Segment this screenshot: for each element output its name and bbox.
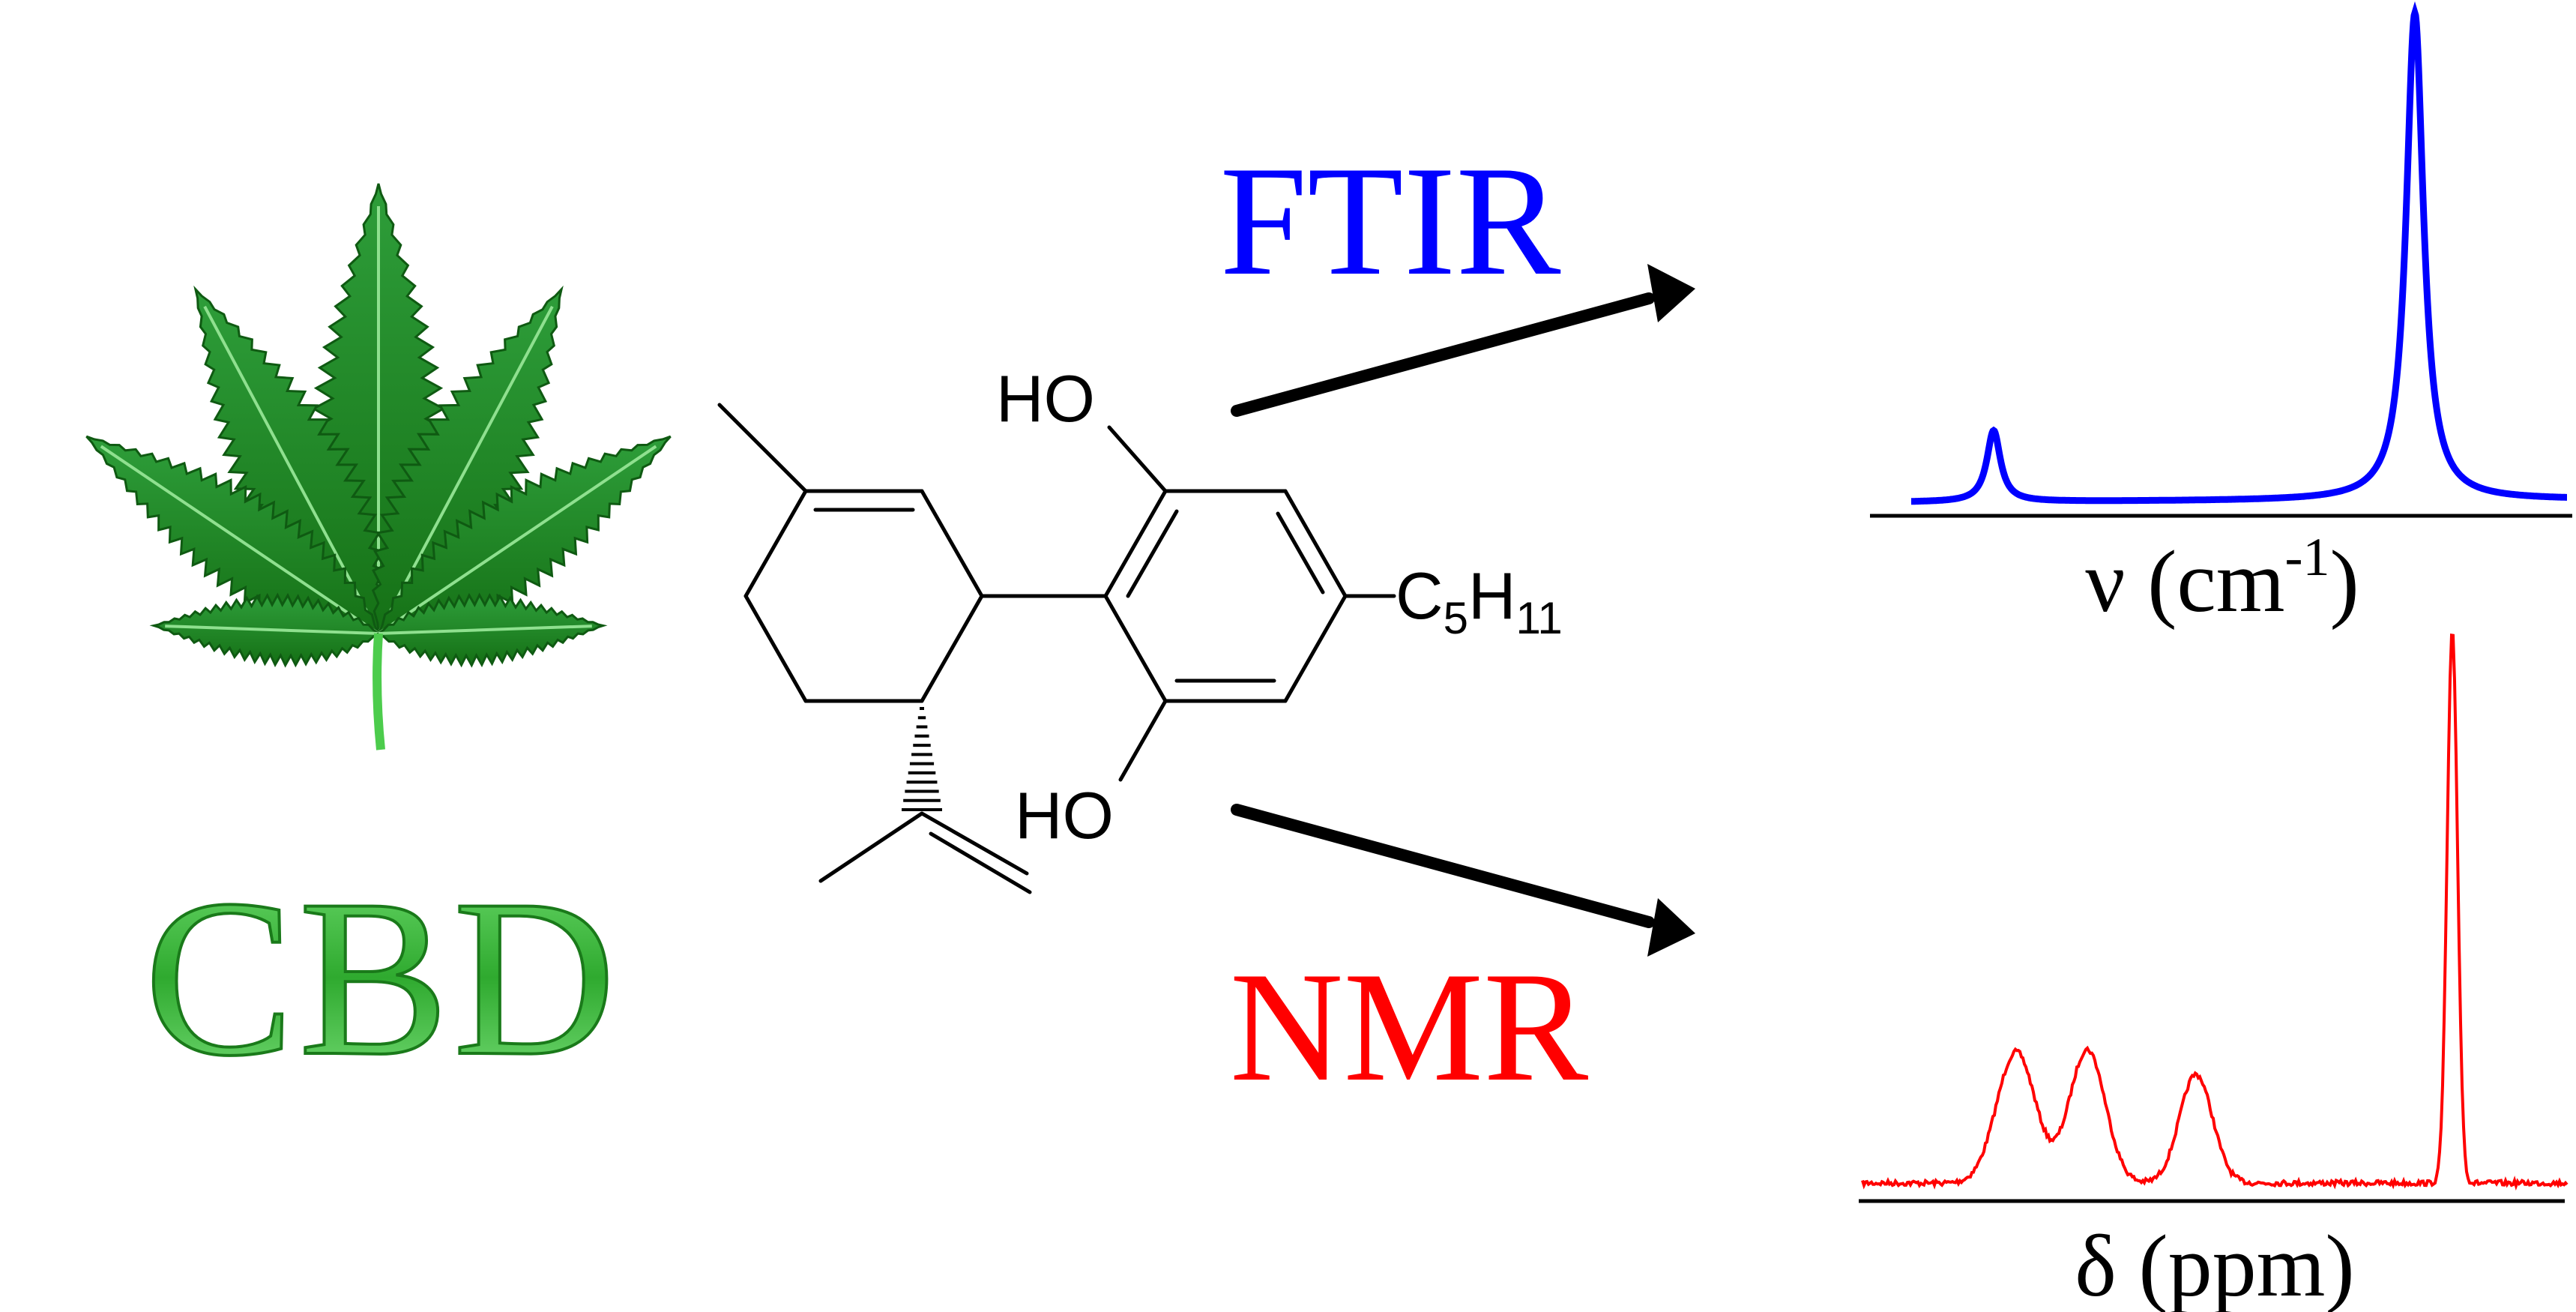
nmr-trace	[1861, 633, 2569, 1191]
leaflet-midrib	[100, 445, 380, 635]
arrow-right-icon	[1231, 804, 1695, 957]
hydroxyl-top-label: HO	[996, 361, 1095, 436]
bond	[1103, 489, 1168, 598]
leaflet-midrib	[377, 305, 554, 634]
bond	[1283, 489, 1348, 598]
nmr-label: NMR	[1230, 940, 1588, 1114]
ftir-spectrum: ν (cm-1)	[1870, 1, 2572, 631]
arrow-right-icon	[1231, 264, 1695, 417]
bond	[743, 594, 808, 703]
ftir-trace	[1911, 1, 2567, 505]
bond	[920, 489, 984, 598]
cbd-structure	[717, 403, 1396, 894]
bond	[717, 403, 808, 493]
ftir-axis-label: ν (cm-1)	[2085, 527, 2359, 631]
leaflet-midrib	[378, 625, 592, 635]
bond	[1118, 699, 1168, 782]
cannabis-leaf-icon	[85, 183, 672, 750]
bond	[920, 811, 1029, 876]
bond	[1103, 594, 1168, 703]
bond	[1126, 509, 1179, 598]
ftir-label: FTIR	[1219, 134, 1560, 308]
leaflet-midrib	[165, 625, 379, 635]
compound-name: CBD	[145, 853, 621, 1102]
leaflet-midrib	[203, 305, 380, 634]
bond	[1107, 425, 1168, 493]
bond	[818, 811, 924, 883]
bond	[1276, 511, 1325, 595]
bond	[929, 831, 1032, 894]
hydroxyl-bottom-label: HO	[1015, 778, 1114, 852]
nmr-spectrum: δ (ppm)	[1859, 633, 2569, 1312]
bond	[743, 489, 808, 598]
leaf-stem	[372, 633, 385, 750]
leaflet-midrib	[377, 445, 657, 635]
pentyl-label: C5H11	[1396, 559, 1563, 643]
bond	[920, 594, 984, 703]
bond	[1283, 594, 1348, 703]
nmr-axis-label: δ (ppm)	[2075, 1217, 2354, 1312]
stereo-hash-wedge	[902, 707, 942, 811]
